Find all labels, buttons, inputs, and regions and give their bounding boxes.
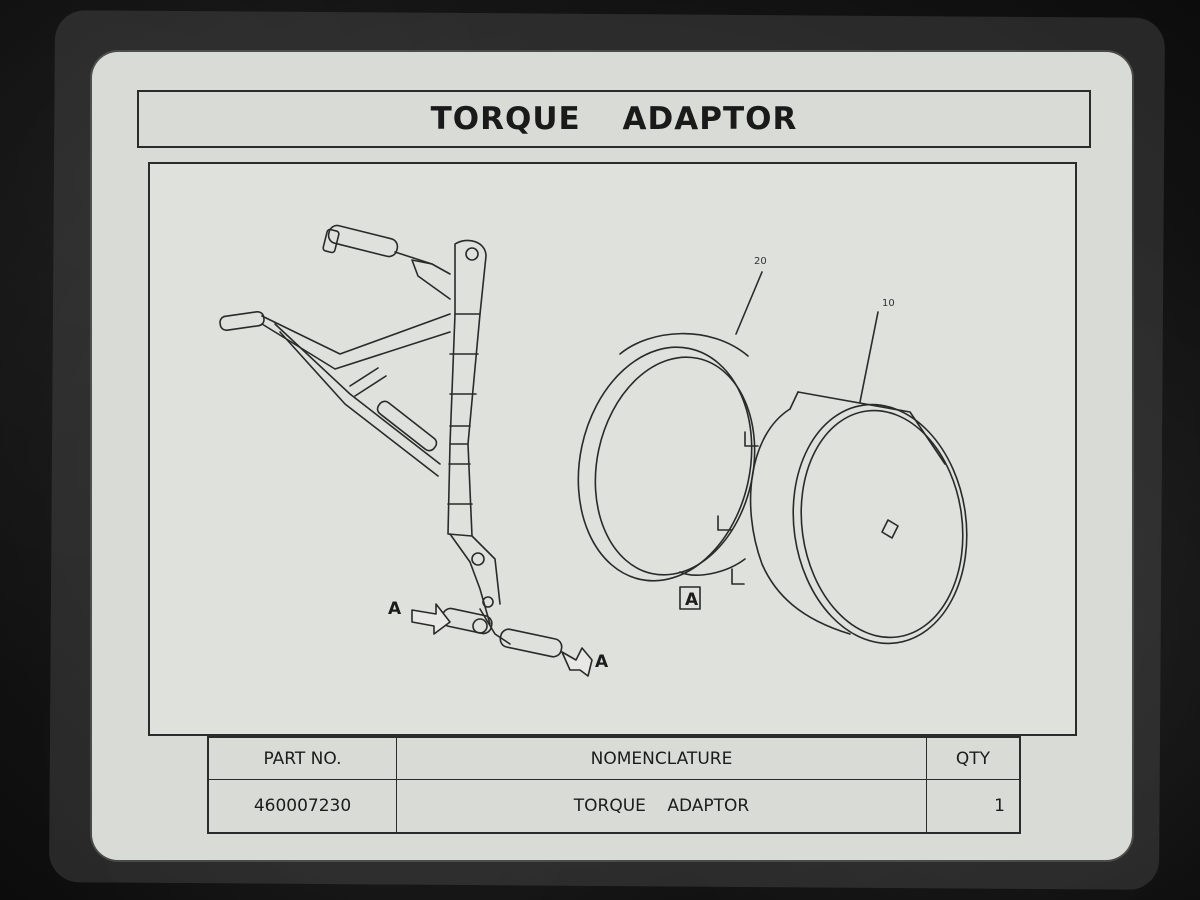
adaptor-part-10 [717, 311, 968, 645]
part-no-value: 460007230 [209, 780, 397, 832]
view-arrow-left [411, 603, 451, 635]
arrow-label-left: A [388, 599, 402, 619]
view-label: A [685, 590, 699, 610]
view-arrow-right [561, 647, 593, 677]
drawing-svg: A A A 20 10 [219, 224, 968, 677]
qty-value: 1 [994, 796, 1005, 816]
technical-drawing: A A A 20 10 [148, 162, 1077, 736]
header-nomenclature: NOMENCLATURE [397, 738, 927, 780]
arrow-label-right: A [595, 652, 609, 672]
header-qty: QTY [927, 738, 1019, 780]
title-box: TORQUE ADAPTOR [137, 90, 1091, 148]
view-label-box [679, 586, 701, 610]
placard-card: TORQUE ADAPTOR [92, 52, 1132, 860]
item-number-20: 20 [754, 256, 767, 267]
nomenclature-value: TORQUE ADAPTOR [397, 780, 927, 832]
landing-gear-illustration [219, 224, 563, 658]
placard-title: TORQUE ADAPTOR [430, 101, 798, 137]
item-number-10: 10 [882, 298, 895, 309]
parts-table: PART NO. NOMENCLATURE QTY 460007230 TORQ… [207, 736, 1021, 834]
ring-part-20 [577, 271, 763, 582]
header-part-no: PART NO. [209, 738, 397, 780]
